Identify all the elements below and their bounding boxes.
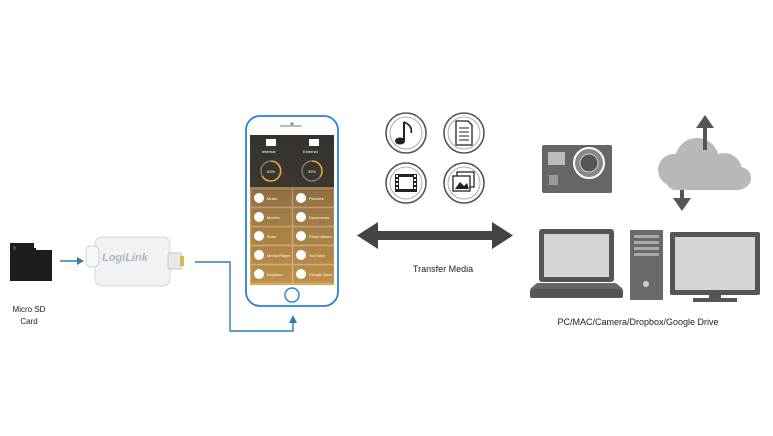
phone-grid-item[interactable]: Movies [250, 207, 293, 227]
app-icon [296, 193, 306, 203]
micro-sd-card-icon [10, 243, 52, 281]
phone-grid-item-label: Media Player [267, 253, 291, 258]
phone-grid-item[interactable]: Pictures [292, 188, 335, 208]
app-icon [254, 269, 264, 279]
laptop-icon [530, 229, 623, 298]
phone-grid-item[interactable]: Dropbox [250, 264, 293, 284]
phone-grid-item[interactable]: Documents [292, 207, 335, 227]
phone-grid-item-label: Google Drive [309, 272, 333, 277]
phone-grid-item-label: Pictures [309, 196, 323, 201]
phone-grid-item-label: Photo Album [309, 234, 332, 239]
phone-grid-item-label: YouTube [309, 253, 325, 258]
app-icon [296, 250, 306, 260]
app-icon [254, 250, 264, 260]
up-arrow-icon [696, 115, 714, 150]
phone-grid-item[interactable]: YouTube [292, 245, 335, 265]
monitor-icon [670, 232, 760, 302]
app-icon [296, 212, 306, 222]
document-icon [443, 112, 485, 154]
app-icon [254, 231, 264, 241]
brand-logo-text: LogiLink [102, 252, 148, 264]
pictures-icon [443, 162, 485, 204]
micro-sd-label-text: Micro SD Card [12, 305, 46, 326]
transfer-media-label: Transfer Media [412, 264, 474, 274]
app-icon [254, 193, 264, 203]
down-arrow-icon [673, 190, 691, 211]
app-icon [254, 212, 264, 222]
phone-grid-item[interactable]: Media Player [250, 245, 293, 265]
arrow-sd-to-reader [60, 257, 84, 265]
external-label: External [303, 149, 318, 154]
film-icon [385, 162, 427, 204]
external-percent: 39% [308, 169, 316, 174]
music-note-icon [385, 112, 427, 154]
card-reader-device [85, 236, 184, 287]
phone-grid-item-label: Scan [267, 234, 276, 239]
phone-grid-item-label: Documents [309, 215, 329, 220]
cloud-icon [658, 138, 751, 190]
micro-sd-label: Micro SD Card [6, 304, 52, 328]
phone-grid-item-label: Movies [267, 215, 280, 220]
app-icon [296, 231, 306, 241]
phone-grid-item-label: Music [267, 196, 277, 201]
pc-tower-icon [630, 230, 663, 300]
phone-grid-item[interactable]: Photo Album [292, 226, 335, 246]
action-camera-icon [542, 145, 612, 193]
phone-grid-item[interactable]: Google Drive [292, 264, 335, 284]
bidirectional-arrow [357, 222, 513, 249]
targets-label: PC/MAC/Camera/Dropbox/Google Drive [557, 317, 719, 327]
phone-grid-item[interactable]: Scan [250, 226, 293, 246]
phone-grid-item-label: Dropbox [267, 272, 282, 277]
internal-label: Internal [262, 149, 275, 154]
phone-grid-item[interactable]: Music [250, 188, 293, 208]
arrow-reader-to-phone [195, 261, 297, 332]
internal-percent: 63% [267, 169, 275, 174]
app-icon [296, 269, 306, 279]
